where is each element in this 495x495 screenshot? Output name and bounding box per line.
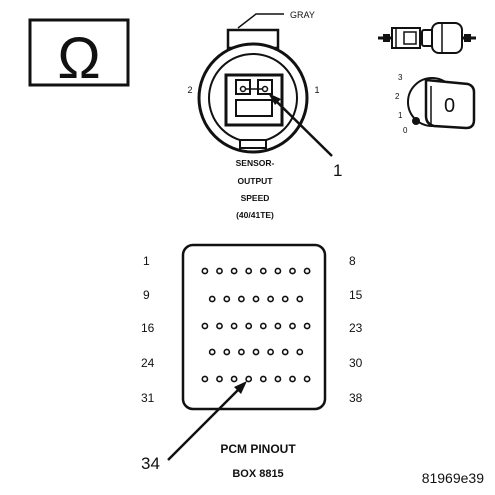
pcm-pin-4 — [245, 267, 253, 275]
pcm-pin-19 — [245, 322, 253, 330]
pcm-pin-13 — [267, 295, 274, 303]
pcm-pin-33 — [230, 375, 238, 383]
pcm-pin-25 — [223, 348, 231, 356]
sensor-caption-line-2: OUTPUT — [238, 176, 274, 186]
ohmmeter-symbol: Ω — [28, 18, 130, 91]
ignition-key-icon: 3 2 1 0 0 — [395, 73, 476, 135]
pcm-row-5-start: 31 — [141, 391, 155, 405]
ignition-pos-1: 1 — [398, 111, 403, 120]
pcm-pin-30 — [296, 348, 304, 356]
pcm-row-2-start: 9 — [143, 288, 150, 302]
sensor-caption-line-3: SPEED — [241, 193, 270, 203]
pcm-connector: 1 9 16 24 31 8 15 23 30 38 34 PCM PINOUT… — [141, 243, 363, 480]
pcm-pin-15 — [296, 295, 304, 303]
pcm-pin-20 — [259, 322, 267, 330]
figure-id: 81969e39 — [422, 470, 485, 486]
pcm-pin-9 — [208, 295, 216, 303]
pcm-pin-26 — [237, 348, 245, 356]
pcm-box-label: BOX 8815 — [232, 468, 283, 480]
wire-color-label: GRAY — [290, 10, 315, 20]
pcm-pin-18 — [230, 322, 238, 330]
pcm-callout-number: 34 — [141, 454, 160, 473]
sensor-caption-line-1: SENSOR- — [236, 158, 275, 168]
sensor-pin-2 — [239, 85, 247, 93]
pcm-pin-12 — [252, 295, 260, 303]
ignition-pos-3: 3 — [398, 73, 403, 82]
sensor-connector: 2 1 1 — [187, 28, 342, 180]
wire-connector-icon — [378, 22, 476, 54]
pcm-row-3-end: 23 — [349, 321, 363, 335]
ignition-key-label: 0 — [444, 95, 455, 117]
sensor-pin-1 — [261, 85, 269, 93]
pcm-title: PCM PINOUT — [220, 442, 296, 456]
pcm-connector-body — [181, 243, 327, 411]
pcm-pin-31 — [201, 375, 209, 383]
pcm-pin-32 — [216, 375, 223, 383]
pcm-pin-23 — [303, 322, 311, 330]
sensor-caption: SENSOR- OUTPUT SPEED (40/41TE) — [236, 158, 275, 220]
pcm-pin-16 — [201, 322, 209, 330]
pcm-pin-5 — [259, 267, 267, 275]
pcm-row-1-end: 8 — [349, 254, 356, 268]
pcm-pin-grid — [201, 267, 311, 383]
pcm-pin-10 — [223, 295, 231, 303]
sensor-caption-line-4: (40/41TE) — [236, 210, 274, 220]
pcm-row-4-start: 24 — [141, 356, 155, 370]
pcm-pin-36 — [274, 375, 282, 383]
pcm-pin-29 — [281, 348, 289, 356]
pcm-pin-27 — [252, 348, 260, 356]
sensor-pin-right-label: 1 — [314, 85, 319, 95]
wire-color-callout: GRAY — [237, 10, 315, 29]
ignition-pos-0: 0 — [403, 126, 408, 135]
pcm-pin-34 — [245, 375, 253, 383]
pcm-pin-24 — [208, 348, 216, 356]
pcm-pin-8 — [303, 267, 311, 275]
pcm-pin-11 — [237, 295, 245, 303]
pcm-pin-14 — [281, 295, 289, 303]
pcm-pin-2 — [216, 267, 223, 275]
pcm-pin-28 — [267, 348, 274, 356]
pcm-pin-6 — [274, 267, 282, 275]
pcm-pin-1 — [201, 267, 209, 275]
pcm-row-2-end: 15 — [349, 288, 363, 302]
pcm-pin-17 — [216, 322, 223, 330]
ohm-icon: Ω — [57, 26, 100, 91]
pcm-pin-35 — [259, 375, 267, 383]
pcm-pin-37 — [289, 375, 296, 383]
pcm-pin-7 — [289, 267, 296, 275]
pcm-row-4-end: 30 — [349, 356, 363, 370]
pcm-pin-38 — [303, 375, 311, 383]
ohmmeter-frame — [28, 18, 130, 87]
pcm-row-1-start: 1 — [143, 254, 150, 268]
pcm-row-3-start: 16 — [141, 321, 155, 335]
pcm-row-5-end: 38 — [349, 391, 363, 405]
ignition-pos-2: 2 — [395, 92, 400, 101]
sensor-callout-number: 1 — [333, 161, 342, 180]
pcm-pin-3 — [230, 267, 238, 275]
sensor-pin-left-label: 2 — [187, 85, 192, 95]
pcm-pin-22 — [289, 322, 296, 330]
pcm-pin-21 — [274, 322, 282, 330]
